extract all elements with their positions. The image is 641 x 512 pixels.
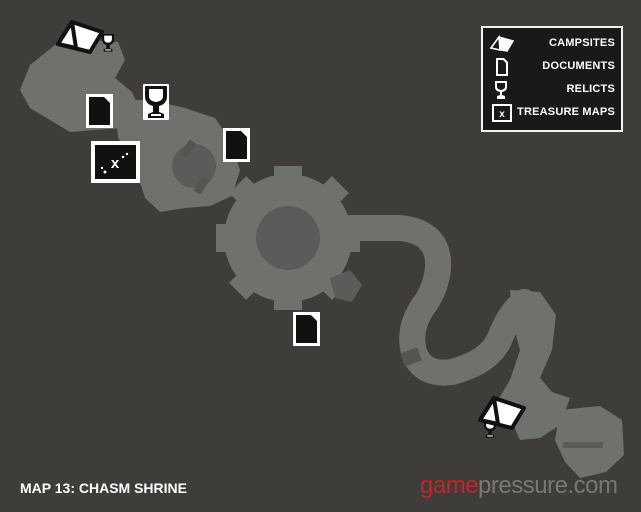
document-marker[interactable] bbox=[293, 312, 320, 346]
treasure-map-marker[interactable]: x bbox=[91, 141, 140, 183]
document-marker[interactable] bbox=[223, 128, 250, 162]
legend-item-documents: DOCUMENTS bbox=[483, 56, 621, 78]
chalice-icon bbox=[495, 81, 507, 99]
legend-item-relicts: RELICTS bbox=[483, 79, 621, 101]
watermark-part-pressure: pressure.com bbox=[478, 472, 618, 499]
relict-marker[interactable] bbox=[143, 84, 169, 120]
legend-item-treasure-maps: x TREASURE MAPS bbox=[483, 102, 621, 124]
tent-icon bbox=[489, 34, 515, 52]
legend-label-treasure-maps: TREASURE MAPS bbox=[517, 106, 615, 118]
watermark-part-game: game bbox=[420, 472, 479, 499]
watermark-logo: gamepressure.com bbox=[420, 472, 618, 500]
legend-label-relicts: RELICTS bbox=[566, 83, 615, 95]
treasure-map-icon: x bbox=[492, 104, 512, 122]
legend-label-campsites: CAMPSITES bbox=[549, 37, 615, 49]
legend-label-documents: DOCUMENTS bbox=[542, 60, 615, 72]
legend-item-campsites: CAMPSITES bbox=[483, 33, 621, 55]
svg-text:x: x bbox=[111, 155, 120, 172]
svg-text:x: x bbox=[499, 109, 505, 120]
map-title: MAP 13: CHASM SHRINE bbox=[20, 480, 187, 496]
terrain-corridor bbox=[337, 215, 537, 386]
legend-panel: CAMPSITES DOCUMENTS RELICTS x TREASURE M… bbox=[481, 26, 623, 132]
document-icon bbox=[496, 58, 508, 76]
document-marker[interactable] bbox=[86, 94, 113, 128]
